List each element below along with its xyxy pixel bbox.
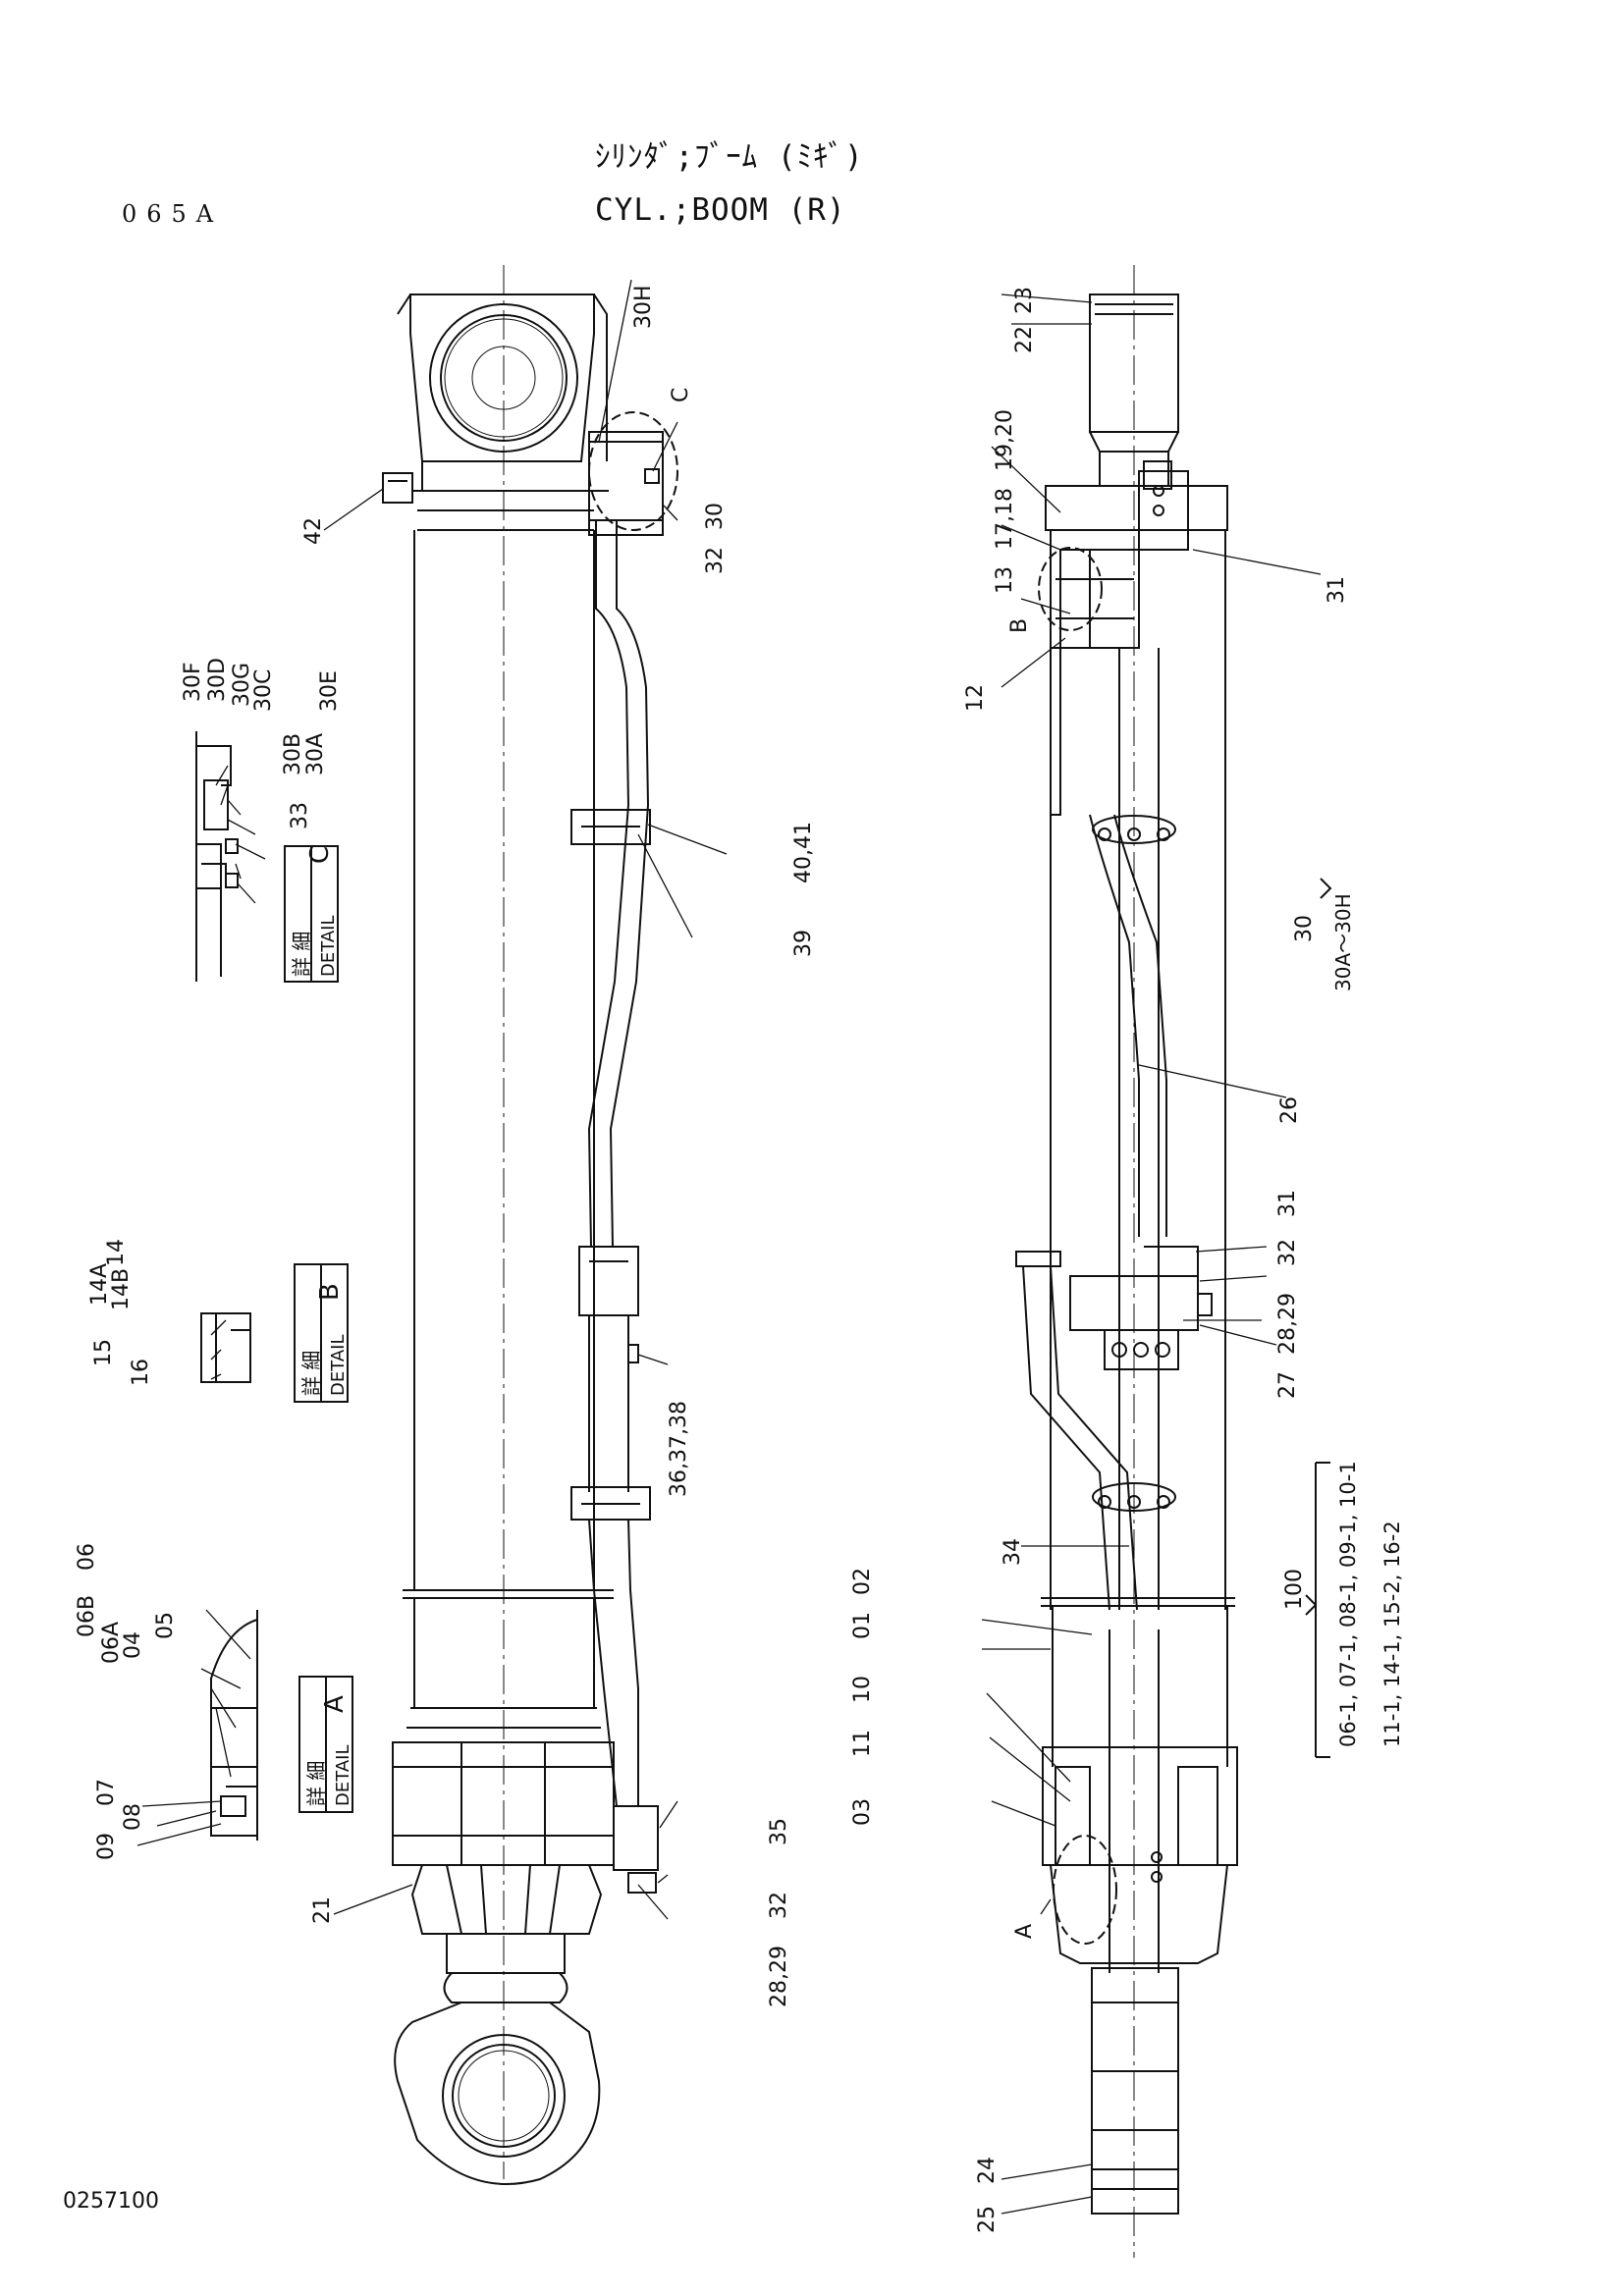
detail-label-08: 08 — [121, 1803, 145, 1831]
kit-30-range: 30A～30H — [1331, 893, 1355, 991]
callout-02: 02 — [850, 1568, 875, 1595]
detail-label-30e: 30E — [317, 670, 342, 712]
detail-b-letter: B — [315, 1283, 345, 1301]
detail-b-kanji: 詳 細 — [299, 1351, 323, 1396]
callout-36-37-38: 36,37,38 — [667, 1401, 691, 1497]
drawing-number: 0257100 — [63, 2189, 159, 2214]
detail-label-30c: 30C — [251, 669, 276, 712]
detail-label-30f: 30F — [181, 662, 205, 702]
detail-c-word: DETAIL — [318, 916, 339, 977]
detail-c-circle — [588, 411, 678, 531]
detail-a-word: DETAIL — [333, 1745, 353, 1806]
callout-40-41: 40,41 — [791, 822, 816, 883]
detail-a-kanji: 詳 細 — [304, 1761, 328, 1806]
callout-28-29: 28,29 — [767, 1946, 791, 2007]
detail-label-04: 04 — [121, 1631, 145, 1659]
detail-label-06: 06 — [75, 1543, 99, 1571]
detail-label-14b: 14B — [109, 1268, 134, 1310]
detail-c-kanji: 詳 細 — [290, 932, 313, 977]
callout-b: B — [1007, 618, 1032, 633]
left-cylinder-exterior — [382, 265, 664, 2185]
detail-label-16: 16 — [129, 1359, 153, 1386]
callout-32: 32 — [703, 547, 728, 574]
kit-100-line1: 06-1, 07-1, 08-1, 09-1, 10-1 — [1336, 1461, 1360, 1747]
callout-21: 21 — [310, 1896, 335, 1924]
detail-c-drawing — [195, 731, 239, 982]
callout-11: 11 — [850, 1730, 875, 1757]
callout-22: 22 — [1012, 326, 1037, 353]
detail-b-circle — [1038, 547, 1103, 631]
detail-label-07: 07 — [94, 1779, 119, 1806]
callout-34: 34 — [1001, 1538, 1025, 1566]
callout-12: 12 — [963, 684, 988, 712]
callout-39: 39 — [791, 930, 816, 957]
kit-30-number: 30 — [1292, 915, 1317, 942]
callout-23: 23 — [1012, 287, 1037, 314]
detail-label-15: 15 — [91, 1339, 116, 1366]
callout-01: 01 — [850, 1612, 875, 1639]
callout-35: 35 — [767, 1818, 791, 1845]
callout-31: 31 — [1325, 576, 1349, 604]
detail-label-06a: 06A — [99, 1622, 124, 1664]
detail-label-30a: 30A — [303, 733, 328, 775]
detail-label-09: 09 — [94, 1833, 119, 1860]
title-english: CYL.;BOOM (R) — [595, 192, 846, 228]
detail-b-word: DETAIL — [328, 1335, 349, 1396]
callout-31-mid: 31 — [1275, 1190, 1300, 1217]
detail-c-letter: C — [305, 846, 335, 864]
callout-c: C — [669, 388, 693, 402]
callout-32-mid: 32 — [1275, 1239, 1300, 1266]
detail-label-30d: 30D — [205, 658, 230, 702]
kit-100-number: 100 — [1282, 1569, 1307, 1610]
callout-10: 10 — [850, 1676, 875, 1703]
callout-25: 25 — [975, 2206, 1000, 2233]
detail-a-circle — [1053, 1835, 1117, 1945]
detail-label-33: 33 — [288, 802, 312, 829]
detail-b-drawing — [200, 1312, 251, 1383]
callout-30: 30 — [703, 503, 728, 530]
callout-26: 26 — [1277, 1096, 1302, 1124]
callout-30h: 30H — [631, 285, 656, 329]
detail-label-14a: 14A — [87, 1263, 112, 1306]
callout-42: 42 — [301, 517, 326, 545]
kit-brackets — [1305, 878, 1332, 1758]
callout-32-bottom: 32 — [767, 1892, 791, 1919]
title-japanese: ｼﾘﾝﾀﾞ;ﾌﾞｰﾑ (ﾐｷﾞ) — [595, 139, 864, 175]
detail-label-30b: 30B — [281, 733, 305, 775]
detail-a-letter: A — [320, 1695, 350, 1713]
callout-17-18: 17,18 — [993, 488, 1017, 550]
callout-28-29-mid: 28,29 — [1275, 1293, 1300, 1355]
callout-13: 13 — [993, 566, 1017, 594]
leader-lines — [136, 279, 1322, 2215]
callout-19-20: 19,20 — [993, 409, 1017, 471]
callout-03: 03 — [850, 1798, 875, 1826]
page-code: 065A — [122, 200, 224, 228]
callout-24: 24 — [975, 2157, 1000, 2184]
detail-label-30g: 30G — [230, 663, 254, 707]
callout-27: 27 — [1275, 1371, 1300, 1399]
callout-a: A — [1012, 1924, 1037, 1939]
detail-label-06b: 06B — [75, 1595, 99, 1637]
detail-a-drawing — [210, 1610, 258, 1841]
detail-label-05: 05 — [153, 1612, 178, 1639]
detail-label-14: 14 — [104, 1239, 129, 1266]
right-cylinder-section — [1015, 265, 1238, 2258]
kit-100-line2: 11-1, 14-1, 15-2, 16-2 — [1380, 1521, 1404, 1747]
detail-label-boxes — [284, 845, 353, 1813]
